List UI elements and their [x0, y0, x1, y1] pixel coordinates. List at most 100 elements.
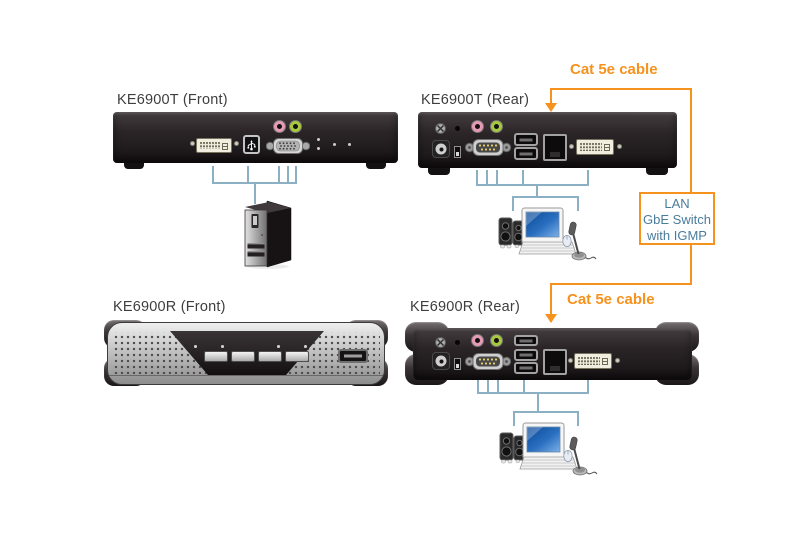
panel-led: [277, 345, 280, 348]
status-led: [333, 143, 336, 146]
cable-segment: [550, 88, 552, 105]
vga-port: [266, 138, 310, 154]
lan-switch-line2: GbE Switch: [643, 212, 711, 227]
grounding-screw: [435, 337, 446, 348]
dvi-screw: [190, 141, 195, 146]
connector-line: [512, 196, 579, 198]
connector-line: [477, 392, 589, 394]
power-switch: [454, 358, 461, 370]
power-jack: [432, 140, 450, 158]
status-led: [317, 147, 320, 150]
label-ke6900r-front: KE6900R (Front): [113, 299, 226, 315]
dvi-screw: [234, 141, 239, 146]
connector-line: [278, 166, 280, 183]
power-jack: [432, 352, 450, 370]
audio-line-out-jack: [491, 121, 502, 132]
connector-line: [476, 184, 589, 186]
cable-segment: [550, 283, 692, 285]
connector-line: [523, 380, 525, 394]
reset-hole: [455, 340, 460, 345]
audio-mic-jack: [274, 121, 285, 132]
dvi-port: [576, 139, 614, 155]
connector-line: [247, 166, 249, 183]
dvi-port: [196, 138, 232, 153]
keyboard-icon: [518, 241, 577, 255]
connector-line: [577, 411, 579, 426]
dvi-pins: [200, 142, 220, 149]
connector-line: [212, 166, 214, 183]
power-switch: [454, 146, 461, 158]
connector-line: [536, 184, 538, 198]
label-ke6900r-rear: KE6900R (Rear): [410, 299, 520, 315]
dvi-pins: [580, 143, 602, 151]
cable-label-bottom: Cat 5e cable: [567, 291, 655, 308]
connector-line: [254, 182, 256, 204]
connector-line: [477, 380, 479, 394]
label-ke6900t-front: KE6900T (Front): [117, 92, 228, 108]
speakers-icon: [498, 217, 525, 249]
usb-b-port: [243, 135, 260, 154]
tower-pc-icon: [244, 200, 292, 269]
panel-button: [285, 351, 309, 362]
dvi-blade: [604, 143, 610, 151]
audio-line-out-jack: [491, 335, 502, 346]
usb-a-port: [514, 349, 538, 361]
panel-led: [221, 345, 224, 348]
dvi-screw: [568, 358, 573, 363]
panel-button: [258, 351, 282, 362]
cable-label-top: Cat 5e cable: [570, 61, 658, 78]
device-foot: [124, 160, 144, 169]
connector-line: [497, 380, 499, 394]
audio-mic-jack: [472, 121, 483, 132]
chassis-seam: [108, 375, 384, 376]
ke6900r-rear-chassis: [413, 328, 692, 380]
audio-line-out-jack: [290, 121, 301, 132]
label-ke6900t-rear: KE6900T (Rear): [421, 92, 530, 108]
connector-line: [487, 380, 489, 394]
panel-button: [204, 351, 228, 362]
connector-line: [476, 170, 478, 186]
usb-a-port: [514, 133, 538, 146]
cable-arrow-bottom: [545, 314, 557, 323]
panel-led: [194, 345, 197, 348]
serial-db9-port: [465, 353, 511, 370]
usb-a-port: [338, 349, 368, 363]
panel-button: [231, 351, 255, 362]
connector-line: [513, 411, 579, 413]
dvi-blade: [602, 357, 608, 365]
connector-line: [587, 380, 589, 394]
dvi-port: [574, 353, 612, 369]
dvi-blade: [222, 142, 228, 150]
connector-line: [496, 170, 498, 186]
audio-mic-jack: [472, 335, 483, 346]
connector-line: [513, 411, 515, 426]
rj45-lan-port: [543, 134, 567, 161]
panel-led: [304, 345, 307, 348]
lan-switch-line3: with IGMP: [647, 228, 707, 243]
status-led: [348, 143, 351, 146]
serial-db9-port: [465, 139, 511, 156]
ke6900t-rear-chassis: [418, 112, 677, 168]
cable-segment: [550, 88, 692, 90]
usb-a-port: [514, 335, 538, 346]
workstation-icon: [499, 422, 598, 476]
usb-a-port: [514, 362, 538, 374]
ke6900r-front-chassis: [107, 322, 385, 385]
dvi-screw: [615, 358, 620, 363]
microphone-icon: [569, 436, 598, 476]
dvi-screw: [617, 144, 622, 149]
connector-line: [577, 196, 579, 211]
connector-line: [587, 170, 589, 186]
lan-switch-box: LAN GbE Switch with IGMP: [639, 192, 715, 245]
connector-line: [287, 166, 289, 183]
device-foot: [366, 160, 386, 169]
dvi-screw: [569, 144, 574, 149]
cable-arrow-top: [545, 103, 557, 112]
device-foot: [646, 166, 668, 175]
status-led: [317, 138, 320, 141]
workstation-icon: [498, 207, 597, 261]
cable-segment: [690, 245, 692, 285]
connector-line: [522, 170, 524, 186]
mouse-icon: [563, 449, 573, 462]
